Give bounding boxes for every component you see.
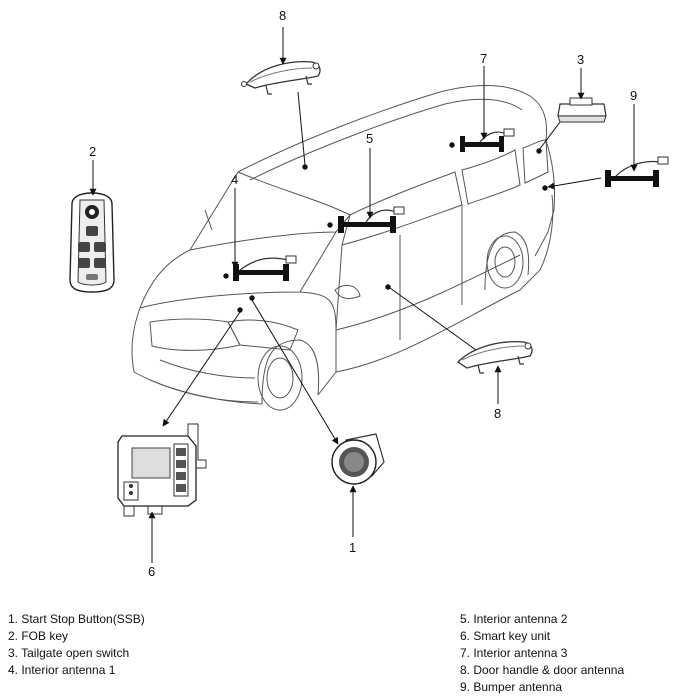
- legend-item-2: 2. FOB key: [8, 629, 69, 643]
- fob-key: [69, 192, 115, 293]
- interior-antenna-2: [338, 206, 405, 233]
- start-stop-button: [331, 433, 385, 485]
- legend-item-9: 9. Bumper antenna: [460, 680, 563, 694]
- legend-item-5: 5. Interior antenna 2: [460, 612, 568, 626]
- door-handle-top: [241, 60, 321, 95]
- component-location-diagram: 8 2 3 4 5 7 9 8 1 6: [69, 8, 669, 579]
- callout-2: 2: [89, 144, 96, 159]
- leader-lines: [89, 27, 638, 563]
- callout-5: 5: [366, 131, 373, 146]
- callout-8-top: 8: [279, 8, 286, 23]
- callout-3: 3: [577, 52, 584, 67]
- vehicle-outline: [131, 85, 555, 411]
- legend-item-4: 4. Interior antenna 1: [8, 663, 116, 677]
- callout-7: 7: [480, 51, 487, 66]
- tailgate-open-switch: [557, 97, 607, 123]
- door-handle-bottom: [456, 340, 533, 374]
- legend-left: 1. Start Stop Button(SSB) 2. FOB key 3. …: [8, 611, 145, 679]
- callout-1: 1: [349, 540, 356, 555]
- smart-key-unit: [117, 423, 207, 517]
- callout-6: 6: [148, 564, 155, 579]
- legend-item-7: 7. Interior antenna 3: [460, 646, 568, 660]
- legend-item-3: 3. Tailgate open switch: [8, 646, 130, 660]
- legend-item-8: 8. Door handle & door antenna: [460, 663, 625, 677]
- callout-9: 9: [630, 88, 637, 103]
- interior-antenna-1: [233, 255, 297, 281]
- callout-8-bottom: 8: [494, 406, 501, 421]
- callout-4: 4: [231, 172, 238, 187]
- legend-item-6: 6. Smart key unit: [460, 629, 551, 643]
- bumper-antenna: [605, 156, 669, 187]
- legend-right: 5. Interior antenna 2 6. Smart key unit …: [460, 611, 624, 696]
- interior-antenna-3: [460, 128, 515, 152]
- legend-item-1: 1. Start Stop Button(SSB): [8, 612, 145, 626]
